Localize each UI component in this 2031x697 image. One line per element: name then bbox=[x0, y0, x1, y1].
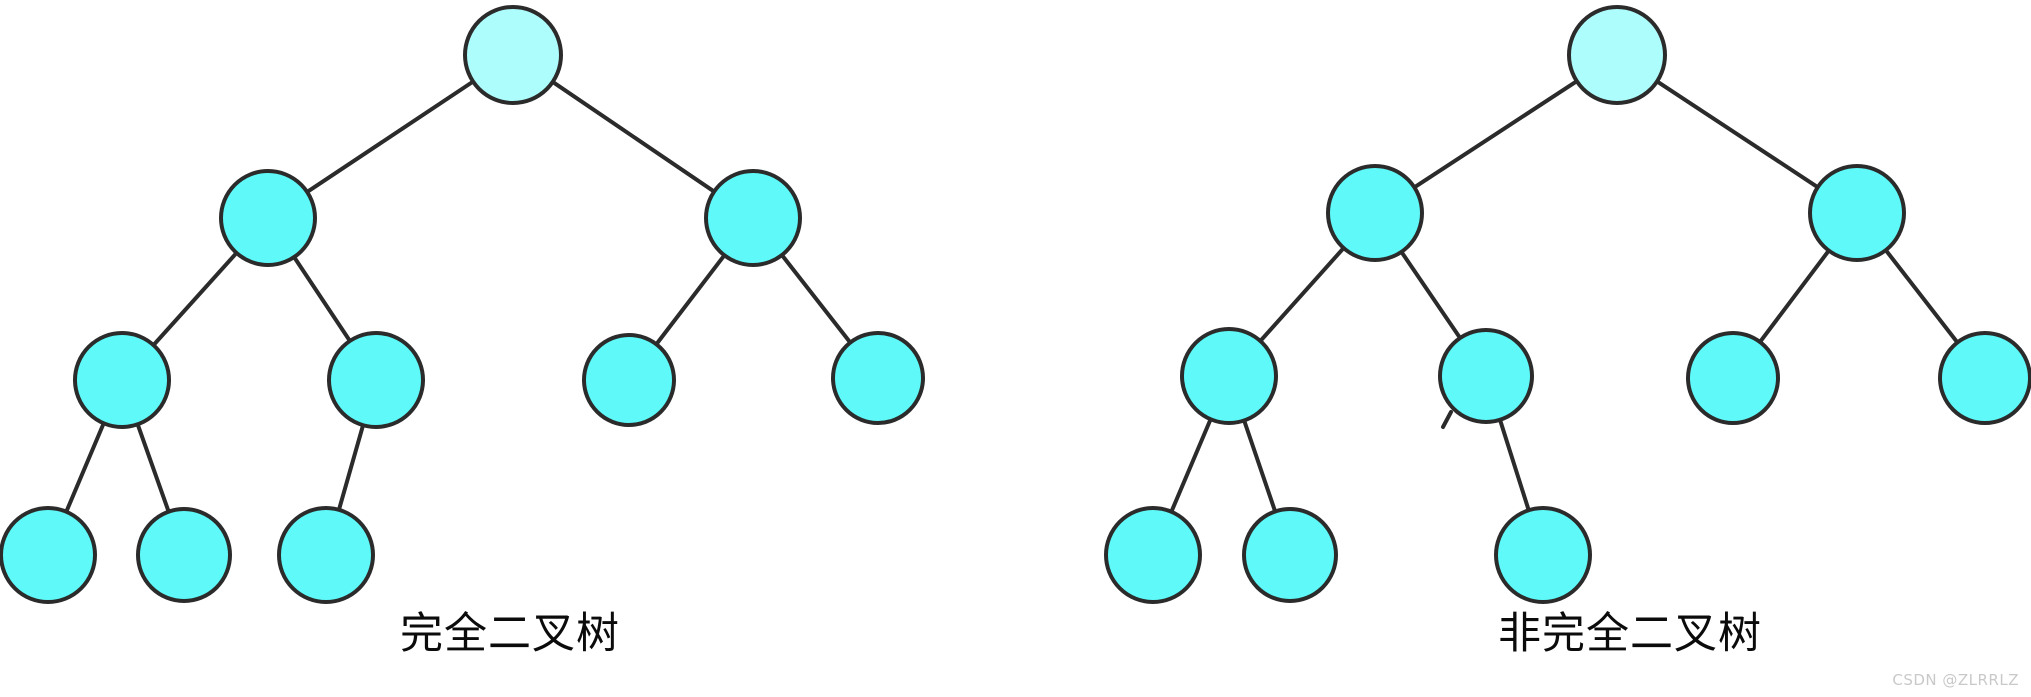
tree-edge-R1-R3 bbox=[1257, 244, 1347, 345]
tree-edge-L1-L4 bbox=[291, 253, 353, 345]
tree-node-L2[interactable] bbox=[704, 169, 802, 267]
tree-edge-R3-R7 bbox=[1168, 415, 1214, 516]
tree-node-R6[interactable] bbox=[1938, 331, 2031, 425]
tree-node-L1[interactable] bbox=[219, 169, 317, 267]
tree-edge-R0-R2 bbox=[1653, 78, 1822, 191]
tree-edges-layer bbox=[63, 78, 1961, 516]
tree-node-R3[interactable] bbox=[1180, 327, 1278, 425]
tree-node-R5[interactable] bbox=[1686, 331, 1780, 425]
tree-edge-L0-L2 bbox=[549, 78, 718, 195]
tree-node-R7[interactable] bbox=[1104, 506, 1202, 604]
tree-edge-R0-R1 bbox=[1410, 78, 1581, 191]
tree-node-R8[interactable] bbox=[1242, 507, 1338, 603]
tree-artifacts-layer bbox=[1441, 410, 1453, 429]
watermark-text: CSDN @ZLRRLZ bbox=[1892, 671, 2019, 689]
tree-nodes-layer bbox=[0, 5, 2031, 604]
tree-edge-R1-R4 bbox=[1398, 248, 1464, 342]
tree-node-L5[interactable] bbox=[582, 333, 676, 427]
tree-node-R4[interactable] bbox=[1438, 328, 1534, 424]
tree-node-R9[interactable] bbox=[1494, 506, 1592, 604]
tree-node-L6[interactable] bbox=[831, 331, 925, 425]
tree-edge-L1-L3 bbox=[150, 249, 240, 349]
tree-node-R0[interactable] bbox=[1567, 5, 1667, 105]
tree-edge-R4-R9 bbox=[1497, 415, 1532, 515]
tree-edge-R2-R6 bbox=[1882, 246, 1961, 346]
tree-edge-L2-L5 bbox=[653, 251, 728, 348]
tree-node-L7[interactable] bbox=[0, 506, 97, 604]
tree-node-L3[interactable] bbox=[73, 331, 171, 429]
tree-node-L4[interactable] bbox=[327, 331, 425, 429]
tree-node-L8[interactable] bbox=[136, 507, 232, 603]
tree-node-L0[interactable] bbox=[463, 5, 563, 105]
tree-edge-R2-R5 bbox=[1756, 247, 1832, 346]
tree-node-R1[interactable] bbox=[1326, 164, 1424, 262]
tree-edge-R3-R8 bbox=[1241, 416, 1278, 516]
tree-edge-L0-L1 bbox=[303, 78, 477, 196]
tree-edge-L2-L6 bbox=[778, 251, 854, 347]
tree-node-R2[interactable] bbox=[1808, 164, 1906, 262]
tree-edge-stub bbox=[1441, 410, 1453, 429]
tree-node-L9[interactable] bbox=[277, 506, 375, 604]
caption-incomplete-binary-tree: 非完全二叉树 bbox=[1498, 609, 1762, 659]
caption-complete-binary-tree: 完全二叉树 bbox=[400, 609, 620, 659]
tree-edge-L3-L7 bbox=[63, 419, 107, 516]
tree-edge-L3-L8 bbox=[135, 420, 172, 516]
tree-edge-L4-L9 bbox=[336, 421, 366, 514]
